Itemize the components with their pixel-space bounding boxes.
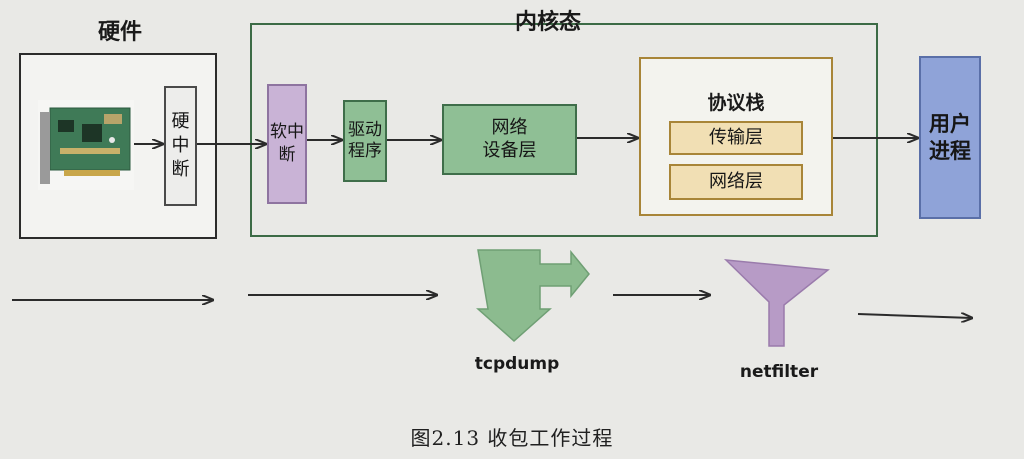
- network-layer-node: 网络层: [669, 164, 803, 200]
- hard-interrupt-node: 硬 中 断: [164, 86, 197, 206]
- network-card-image: [38, 100, 134, 190]
- flow-arrow-4: [857, 314, 972, 318]
- tcpdump-label: tcpdump: [474, 354, 560, 374]
- netfilter-funnel-icon: [723, 259, 830, 347]
- driver-node: 驱动 程序: [343, 100, 387, 182]
- hardware-section-title: 硬件: [97, 20, 142, 45]
- kernel-section-title: 内核态: [514, 10, 581, 35]
- tcpdump-tap-icon: [476, 249, 590, 343]
- soft-interrupt-node: 软中 断: [267, 84, 307, 204]
- kernel-box: [250, 23, 878, 237]
- protocol-stack-title: 协议栈: [707, 92, 765, 114]
- network-device-layer-node: 网络 设备层: [442, 104, 577, 175]
- transport-layer-node: 传输层: [669, 121, 803, 155]
- netfilter-label: netfilter: [739, 362, 819, 382]
- figure-caption: 图2.13 收包工作过程: [410, 426, 614, 450]
- user-process-node: 用户 进程: [919, 56, 981, 219]
